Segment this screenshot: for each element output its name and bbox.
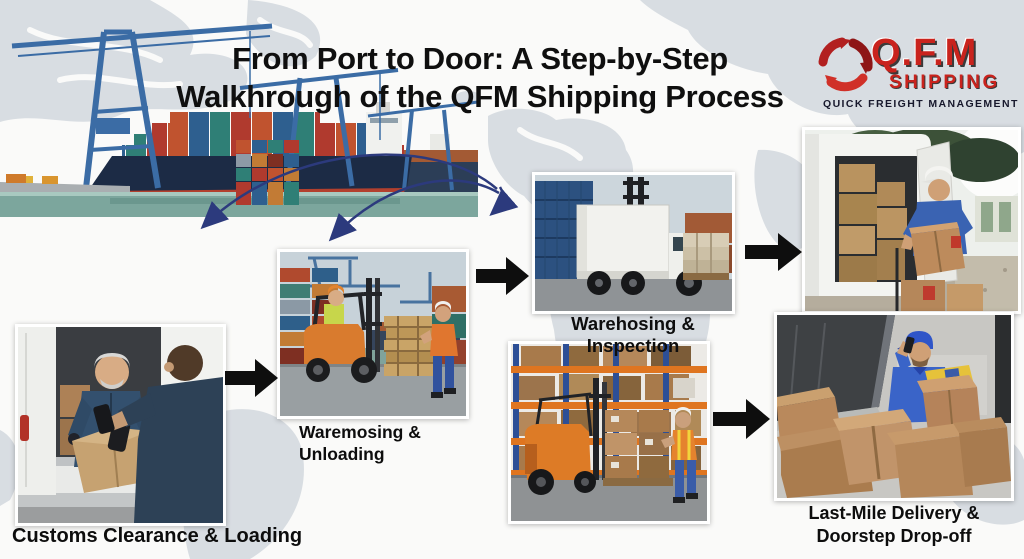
caption-unloading-line2: Unloading	[299, 444, 385, 464]
logo-swirl-icon	[818, 37, 873, 92]
logo-shipping-text: SHIPPING	[889, 72, 1000, 93]
van-loading-photo	[802, 127, 1021, 314]
flow-arrow-customs-to-unloading-icon	[225, 359, 278, 397]
warehousing-photo	[532, 172, 735, 314]
unloading-photo	[277, 249, 469, 419]
caption-unloading: Waremosing & Unloading	[299, 421, 421, 465]
warehouse-storage-photo	[508, 341, 710, 524]
last-mile-photo	[774, 312, 1014, 501]
flow-arrow-warehouse-to-lastmile-icon	[713, 399, 770, 439]
flow-arrow-port-to-warehousing-icon	[476, 257, 529, 295]
title-line-2: Walkhrough of the QFM Shipping Process	[176, 79, 784, 114]
title-line-1: From Port to Door: A Step-by-Step	[232, 41, 728, 76]
caption-customs: Customs Clearance & Loading	[12, 525, 303, 547]
qfm-logo: Q.F.M SHIPPING QUICK FREIGHT MANAGEMENT	[815, 32, 1021, 114]
caption-warehousing: Warehosing & Inspection	[571, 313, 695, 356]
customs-photo	[15, 324, 226, 526]
caption-unloading-line1: Waremosing &	[299, 422, 421, 442]
logo-brand-text: Q.F.M	[871, 32, 978, 74]
logo-tagline-text: QUICK FREIGHT MANAGEMENT	[823, 98, 1019, 110]
flow-arrow-warehousing-to-van-icon	[745, 233, 802, 271]
caption-last-mile-line1: Last-Mile Delivery &	[808, 503, 980, 523]
caption-last-mile: Last-Mile Delivery & Doorstep Drop-off	[775, 502, 1013, 548]
caption-last-mile-line2: Doorstep Drop-off	[816, 526, 972, 546]
page-title: From Port to Door: A Step-by-Step Walkhr…	[100, 40, 860, 116]
